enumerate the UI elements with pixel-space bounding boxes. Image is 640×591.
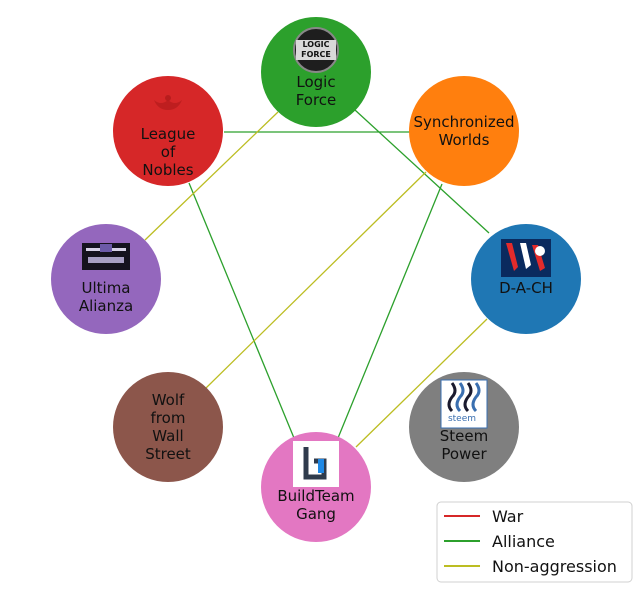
logo-text-2: FORCE xyxy=(301,50,331,59)
buildteam-logo-icon xyxy=(293,441,339,487)
edges-layer xyxy=(144,109,490,448)
node-circle-league xyxy=(113,76,223,186)
ultima-alianza-logo-icon xyxy=(82,243,130,270)
node-label-wolf-line-2: from xyxy=(151,409,186,427)
node-circle-sync xyxy=(409,76,519,186)
node-label-steem-line-1: Steem xyxy=(440,427,488,445)
legend-label-war: War xyxy=(492,507,524,526)
node-label-ultima-line-2: Alianza xyxy=(79,297,133,315)
node-label-steem-line-2: Power xyxy=(441,445,487,463)
node-circle-wolf xyxy=(113,372,223,482)
steem-power-logo-icon: steem xyxy=(440,379,488,429)
node-label-league-line-2: of xyxy=(161,143,176,161)
logo-text: steem xyxy=(448,414,476,424)
dach-logo-icon xyxy=(501,239,551,277)
node-circle-ultima xyxy=(51,224,161,334)
node-label-logic-line-1: Logic xyxy=(296,73,335,91)
eagle-emblem-icon xyxy=(154,95,182,110)
edge-alliance-sync-buildteam xyxy=(337,183,443,439)
node-label-logic-line-2: Force xyxy=(296,91,337,109)
node-label-league-line-3: Nobles xyxy=(142,161,193,179)
edge-non-aggression-logic-ultima xyxy=(144,111,279,241)
node-label-buildteam-line-1: BuildTeam xyxy=(277,487,354,505)
node-label-ultima-line-1: Ultima xyxy=(82,279,131,297)
node-label-league-line-1: League xyxy=(141,125,196,143)
node-label-sync-line-2: Worlds xyxy=(439,131,490,149)
legend-label-alliance: Alliance xyxy=(492,532,555,551)
node-label-wolf-line-1: Wolf xyxy=(152,391,185,409)
node-dach: D-A-CH xyxy=(471,224,581,334)
node-circle-dach xyxy=(471,224,581,334)
edge-non-aggression-dach-buildteam xyxy=(355,318,488,448)
legend-box xyxy=(436,501,633,583)
node-label-wolf-line-3: Wall xyxy=(152,427,183,445)
edge-alliance-league-buildteam xyxy=(188,182,295,439)
node-label-wolf-line-4: Street xyxy=(145,445,191,463)
node-label-sync-line-1: Synchronized xyxy=(414,113,515,131)
edge-non-aggression-sync-wolf xyxy=(205,171,427,389)
node-label-buildteam-line-2: Gang xyxy=(296,505,336,523)
legend-label-non-aggression: Non-aggression xyxy=(492,557,617,576)
logo-text-1: LOGIC xyxy=(302,40,329,49)
edge-alliance-logic-dach xyxy=(354,109,490,234)
nodes-layer: LOGICFORCELogicForceSynchronizedWorldsD-… xyxy=(51,17,581,542)
node-label-dach-line-1: D-A-CH xyxy=(499,279,553,297)
